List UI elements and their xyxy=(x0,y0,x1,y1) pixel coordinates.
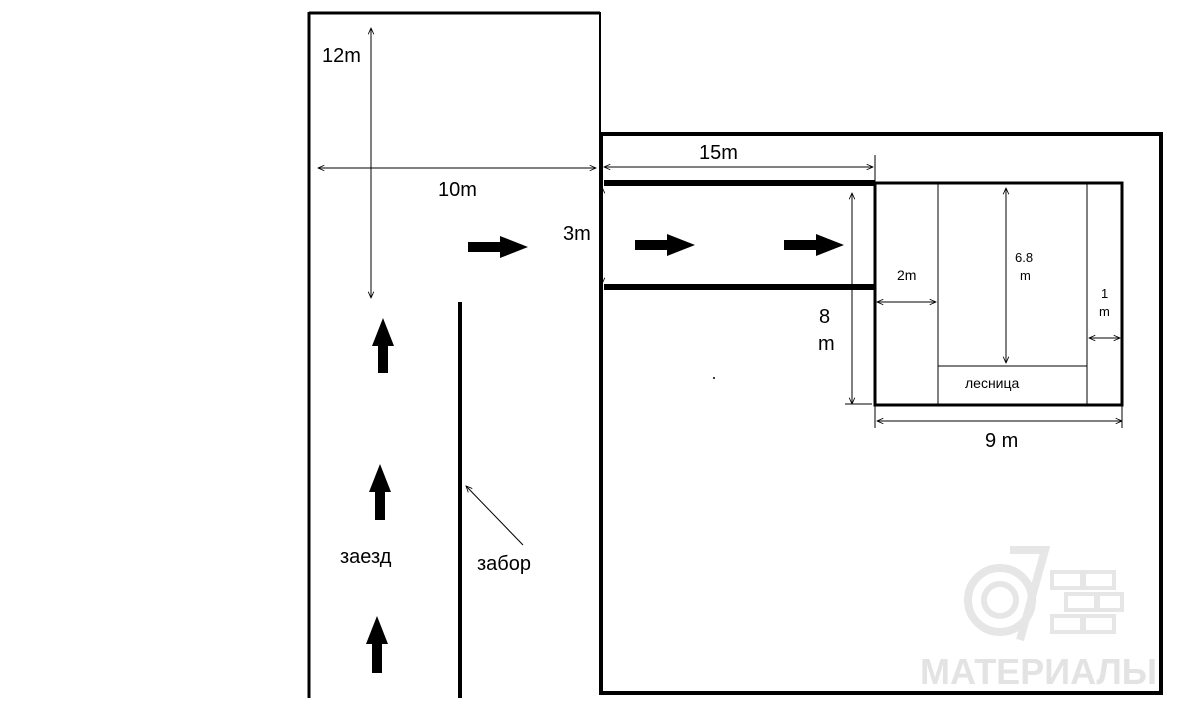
fence-pointer-line xyxy=(466,486,524,546)
watermark-text: МАТЕРИАЛЫ xyxy=(920,651,1157,692)
label-8m-unit: m xyxy=(818,333,835,355)
arrow-up-icon xyxy=(372,318,394,373)
arrow-right-icon xyxy=(468,236,528,258)
arrow-up-icon xyxy=(366,616,388,673)
label-6-8m-number: 6.8 xyxy=(1015,250,1033,265)
label-6-8m-unit: m xyxy=(1020,268,1031,283)
arrow-up-icon xyxy=(369,464,391,520)
arrow-right-icon xyxy=(784,234,844,256)
label-1m-number: 1 xyxy=(1101,286,1108,301)
label-2m: 2m xyxy=(897,267,916,283)
label-12m: 12m xyxy=(322,45,361,67)
label-8m-number: 8 xyxy=(819,306,830,328)
house-outline xyxy=(873,181,1124,407)
label-15m: 15m xyxy=(699,142,738,164)
watermark-logo-icon xyxy=(964,546,1124,642)
stray-dot xyxy=(713,377,715,379)
label-3m: 3m xyxy=(563,223,591,245)
label-10m: 10m xyxy=(438,179,477,201)
label-stairs: лесница xyxy=(965,375,1020,391)
arrow-right-icon xyxy=(635,234,695,256)
label-fence: забор xyxy=(477,553,531,575)
label-9m: 9 m xyxy=(985,430,1018,452)
label-1m-unit: m xyxy=(1099,304,1110,319)
label-driveway: заезд xyxy=(340,546,392,568)
plot-boundary xyxy=(599,132,1163,695)
